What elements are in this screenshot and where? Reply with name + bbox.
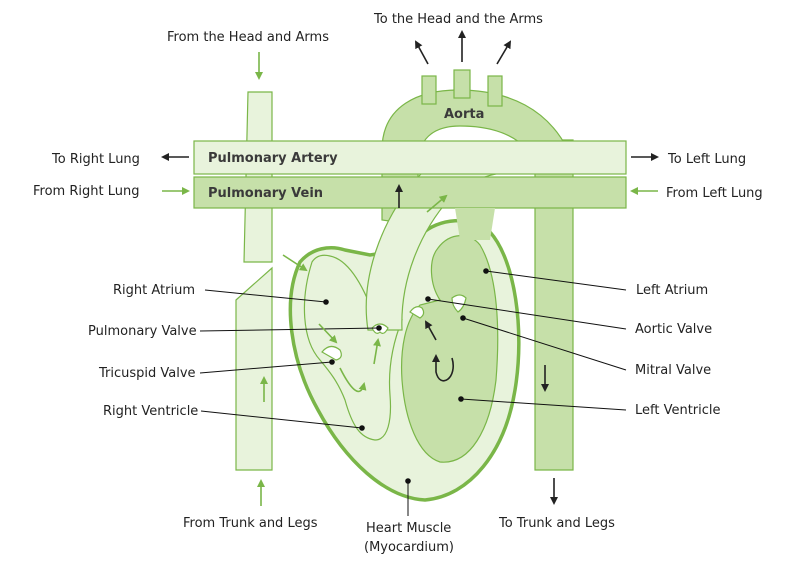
from-left-lung-label: From Left Lung <box>666 186 763 201</box>
leader-lines <box>199 268 627 516</box>
flow-arrows-green <box>162 52 658 506</box>
aortic-valve-shape <box>409 306 425 319</box>
right-ventricle-label: Right Ventricle <box>103 404 198 419</box>
from-trunk-legs-label: From Trunk and Legs <box>183 516 318 531</box>
aorta-label: Aorta <box>444 107 484 122</box>
right-atrium-label: Right Atrium <box>113 283 195 298</box>
left-atrium-label: Left Atrium <box>636 283 708 298</box>
to-trunk-legs-label: To Trunk and Legs <box>498 516 615 531</box>
flow-arrows-dark <box>161 30 659 505</box>
myocardium-label: (Myocardium) <box>364 540 454 555</box>
from-head-arms-label: From the Head and Arms <box>167 30 329 45</box>
aorta-branch-left <box>421 75 437 105</box>
left-heart-chambers <box>401 235 499 463</box>
right-heart-chambers <box>303 254 403 441</box>
tricuspid-valve-label: Tricuspid Valve <box>98 366 196 381</box>
heart-muscle-label: Heart Muscle <box>366 521 451 536</box>
to-right-lung-label: To Right Lung <box>51 152 140 167</box>
mitral-valve-label: Mitral Valve <box>635 363 711 378</box>
pulmonary-artery-bar <box>193 140 627 175</box>
to-head-arms-label: To the Head and the Arms <box>373 12 543 27</box>
tricuspid-valve-shape <box>321 345 342 361</box>
pulmonary-vein-entry <box>455 208 495 240</box>
aorta-branch-middle <box>453 69 471 99</box>
pulmonary-valve-label: Pulmonary Valve <box>88 324 197 339</box>
from-right-lung-label: From Right Lung <box>33 184 139 199</box>
aorta-branch-right <box>487 75 503 107</box>
pulmonary-vein-label: Pulmonary Vein <box>208 186 323 201</box>
to-left-lung-label: To Left Lung <box>667 152 746 167</box>
aortic-valve-label: Aortic Valve <box>635 322 712 337</box>
left-ventricle-label: Left Ventricle <box>635 403 721 418</box>
pulmonary-artery-label: Pulmonary Artery <box>208 151 338 166</box>
pulmonary-vein-bar <box>193 176 627 209</box>
